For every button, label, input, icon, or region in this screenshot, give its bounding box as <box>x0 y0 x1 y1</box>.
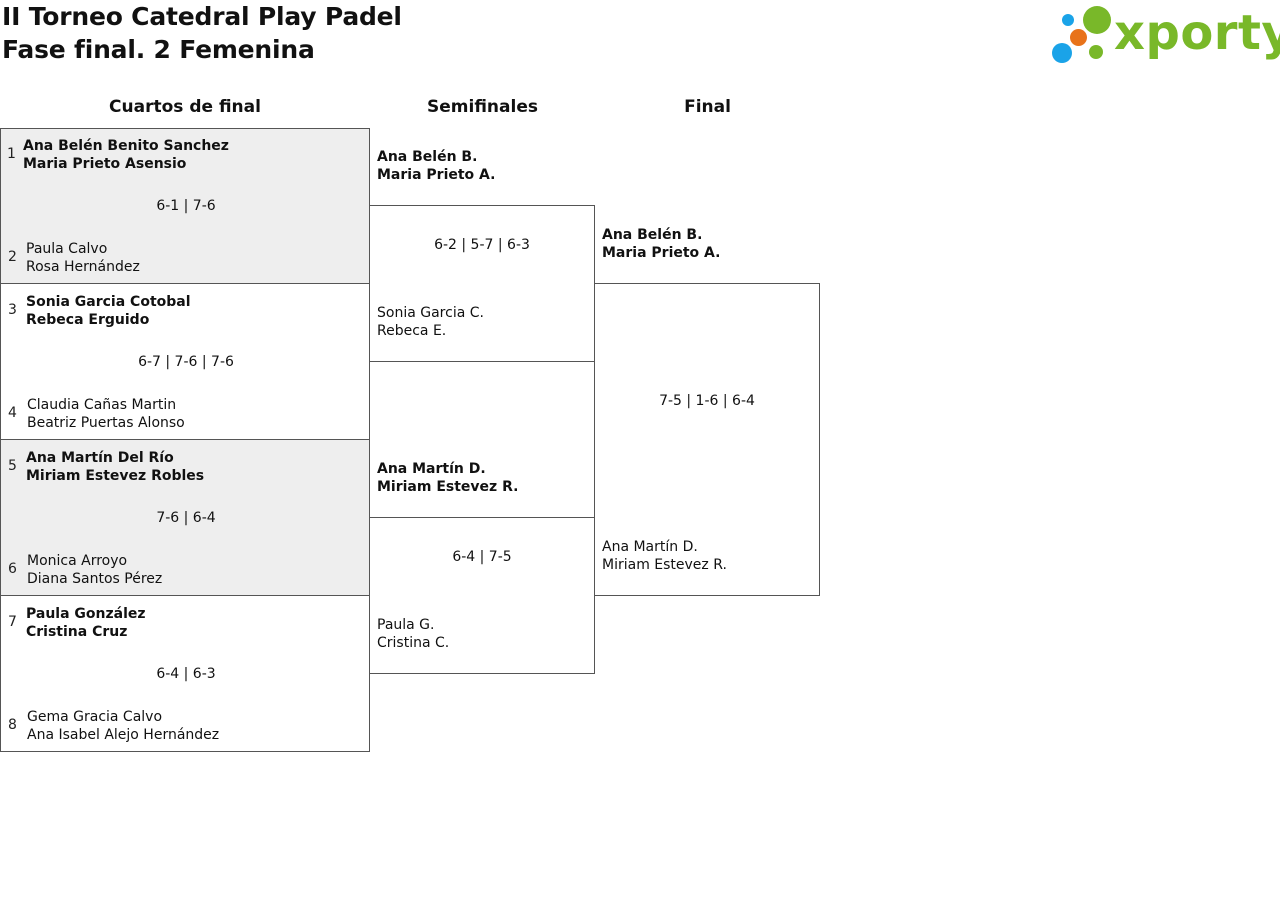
player-name: Cristina C. <box>377 635 450 651</box>
team-winner: Paula González Cristina Cruz <box>26 605 146 641</box>
team-loser: Gema Gracia Calvo Ana Isabel Alejo Herná… <box>27 708 219 744</box>
player-name: Paula G. <box>377 617 435 633</box>
player-name: Ana Martín Del Río <box>26 450 174 466</box>
logo-dot-green-icon <box>1083 6 1111 34</box>
player-name: Sonia Garcia Cotobal <box>26 294 191 310</box>
player-name: Ana Belén B. <box>602 227 703 243</box>
team-winner: Ana Belén Benito Sanchez Maria Prieto As… <box>23 137 229 173</box>
player-name: Miriam Estevez Robles <box>26 468 205 484</box>
player-name: Ana Martín D. <box>377 461 486 477</box>
player-name: Ana Belén B. <box>377 149 478 165</box>
semifinal-match-1: 6-2 | 5-7 | 6-3 Sonia Garcia C. Rebeca E… <box>369 205 595 362</box>
team-loser: Ana Martín D. Miriam Estevez R. <box>602 538 727 574</box>
player-name: Beatriz Puertas Alonso <box>27 415 185 431</box>
team-loser: Sonia Garcia C. Rebeca E. <box>377 304 484 340</box>
match-score: 6-1 | 7-6 <box>156 198 216 214</box>
player-name: Maria Prieto Asensio <box>23 156 187 172</box>
logo-dot-blue-small-icon <box>1062 14 1074 26</box>
player-name: Miriam Estevez R. <box>377 479 519 495</box>
semifinal-match-2: 6-4 | 7-5 Paula G. Cristina C. <box>369 517 595 674</box>
player-name: Gema Gracia Calvo <box>27 709 163 725</box>
team-loser: Paula G. Cristina C. <box>377 616 449 652</box>
player-name: Cristina Cruz <box>26 624 128 640</box>
round-heading-quarterfinals: Cuartos de final <box>109 97 261 117</box>
phase-title: Fase final. 2 Femenina <box>2 35 315 64</box>
player-name: Ana Belén Benito Sanchez <box>23 138 229 154</box>
seed-number: 5 <box>8 458 17 474</box>
seed-number: 2 <box>8 249 17 265</box>
player-name: Paula Calvo <box>26 241 108 257</box>
seed-number: 6 <box>8 561 17 577</box>
logo-dot-blue-icon <box>1052 43 1072 63</box>
match-score: 7-6 | 6-4 <box>156 510 216 526</box>
final-match: 7-5 | 1-6 | 6-4 Ana Martín D. Miriam Est… <box>594 283 820 596</box>
xporty-logo: xporty <box>1050 4 1280 66</box>
player-name: Rebeca Erguido <box>26 312 150 328</box>
team-loser: Paula Calvo Rosa Hernández <box>26 240 140 276</box>
player-name: Diana Santos Pérez <box>27 571 163 587</box>
player-name: Rosa Hernández <box>26 259 140 275</box>
final-team-winner: Ana Belén B. Maria Prieto A. <box>602 226 720 262</box>
team-loser: Monica Arroyo Diana Santos Pérez <box>27 552 162 588</box>
player-name: Sonia Garcia C. <box>377 305 484 321</box>
player-name: Claudia Cañas Martin <box>27 397 177 413</box>
match-score: 6-4 | 7-5 <box>452 549 512 565</box>
player-name: Maria Prieto A. <box>377 167 496 183</box>
player-name: Ana Martín D. <box>602 539 698 555</box>
quarterfinal-match-4: 7 Paula González Cristina Cruz 6-4 | 6-3… <box>0 595 370 752</box>
match-score: 6-2 | 5-7 | 6-3 <box>434 237 530 253</box>
player-name: Monica Arroyo <box>27 553 128 569</box>
seed-number: 1 <box>7 146 16 162</box>
semifinal-1-team-winner: Ana Belén B. Maria Prieto A. <box>377 148 495 184</box>
semifinal-2-team-winner: Ana Martín D. Miriam Estevez R. <box>377 460 518 496</box>
team-winner: Ana Martín Del Río Miriam Estevez Robles <box>26 449 204 485</box>
logo-dot-orange-icon <box>1070 29 1087 46</box>
tournament-title: II Torneo Catedral Play Padel <box>2 2 402 31</box>
team-loser: Claudia Cañas Martin Beatriz Puertas Alo… <box>27 396 185 432</box>
match-score: 6-4 | 6-3 <box>156 666 216 682</box>
match-score: 6-7 | 7-6 | 7-6 <box>138 354 234 370</box>
quarterfinal-match-2: 3 Sonia Garcia Cotobal Rebeca Erguido 6-… <box>0 283 370 440</box>
player-name: Rebeca E. <box>377 323 447 339</box>
seed-number: 7 <box>8 614 17 630</box>
quarterfinal-match-1: 1 Ana Belén Benito Sanchez Maria Prieto … <box>0 128 370 284</box>
round-heading-final: Final <box>684 97 731 117</box>
player-name: Maria Prieto A. <box>602 245 721 261</box>
seed-number: 8 <box>8 717 17 733</box>
logo-wordmark: xporty <box>1114 5 1280 61</box>
player-name: Miriam Estevez R. <box>602 557 727 573</box>
match-score: 7-5 | 1-6 | 6-4 <box>659 393 755 409</box>
round-heading-semifinals: Semifinales <box>427 97 538 117</box>
player-name: Ana Isabel Alejo Hernández <box>27 727 220 743</box>
team-winner: Sonia Garcia Cotobal Rebeca Erguido <box>26 293 191 329</box>
quarterfinal-match-3: 5 Ana Martín Del Río Miriam Estevez Robl… <box>0 439 370 596</box>
player-name: Paula González <box>26 606 146 622</box>
logo-dot-green-small-icon <box>1089 45 1103 59</box>
seed-number: 3 <box>8 302 17 318</box>
seed-number: 4 <box>8 405 17 421</box>
